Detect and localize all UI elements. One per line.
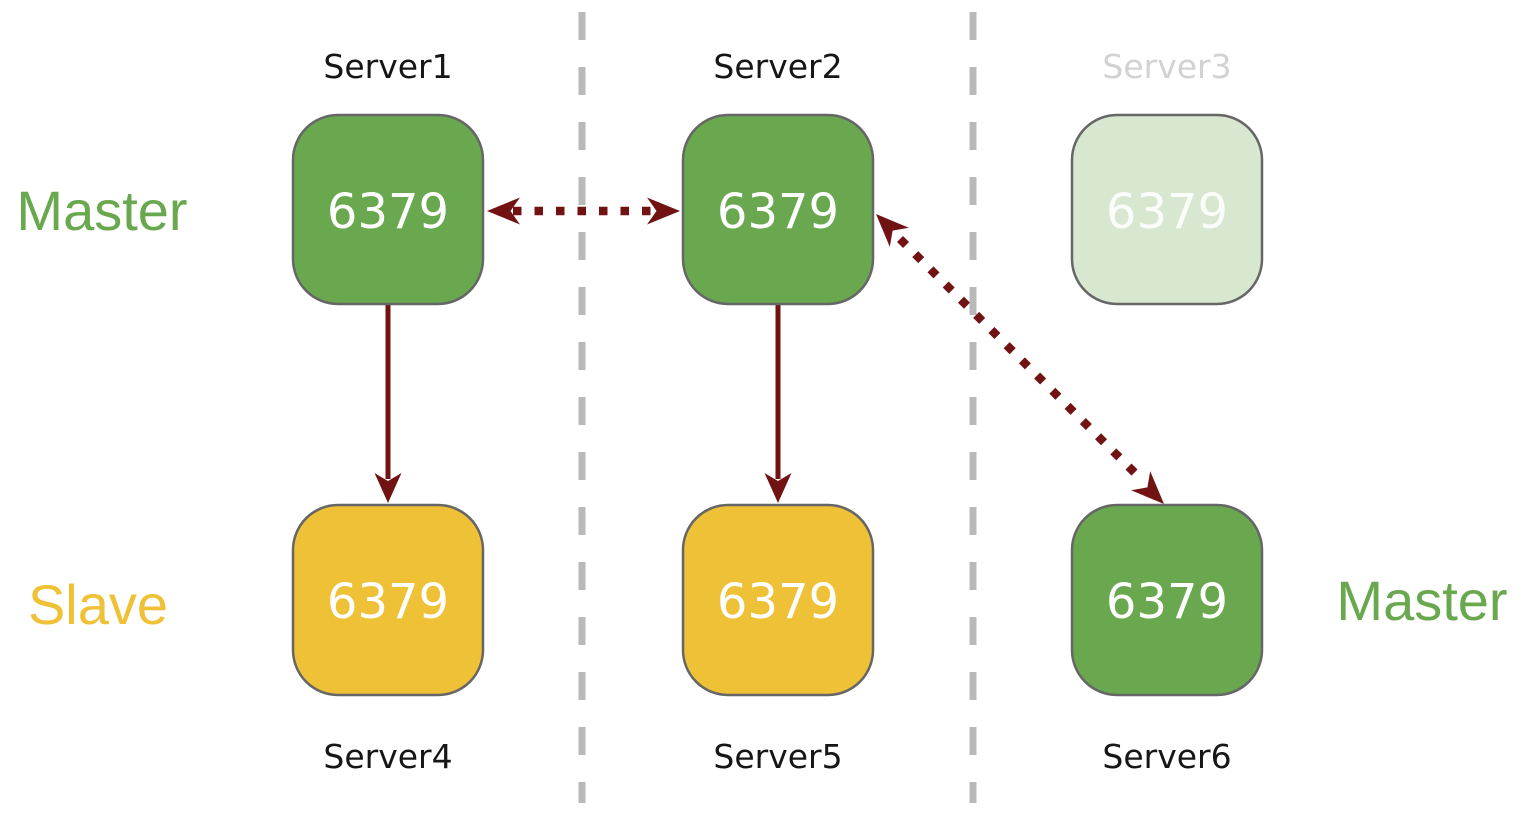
node-server5: 6379 Server5	[681, 503, 875, 776]
node-port-server4: 6379	[327, 574, 449, 630]
node-box-server2	[681, 113, 875, 306]
replication-arrow-server1-server4	[374, 304, 402, 503]
arrow-head-down-icon	[764, 473, 792, 503]
replication-arrow-server2-server5	[764, 304, 792, 503]
node-port-server3: 6379	[1106, 184, 1228, 240]
node-box-server6	[1070, 503, 1264, 697]
node-box-server5	[681, 503, 875, 697]
node-box-server3	[1070, 113, 1264, 306]
arrow-head-down-icon	[374, 473, 402, 503]
node-server2: Server2 6379	[681, 47, 875, 306]
node-port-server1: 6379	[327, 184, 449, 240]
dotted-line	[897, 235, 1143, 482]
cluster-link-server2-server6	[876, 214, 1164, 504]
role-label-slave-left: Slave	[28, 573, 168, 636]
node-server3: Server3 6379	[1070, 47, 1264, 306]
node-port-server2: 6379	[717, 184, 839, 240]
node-title-server3: Server3	[1102, 47, 1231, 86]
cluster-link-server1-server2	[487, 197, 680, 225]
role-label-master-left: Master	[16, 179, 187, 242]
arrow-head-left-icon	[487, 197, 520, 225]
node-port-server6: 6379	[1106, 574, 1228, 630]
node-server4: 6379 Server4	[291, 503, 485, 776]
node-box-server1	[291, 113, 485, 306]
node-title-server1: Server1	[323, 47, 452, 86]
arrow-head-downright-icon	[1131, 471, 1164, 504]
arrow-head-upleft-icon	[876, 214, 909, 247]
node-server1: Server1 6379	[291, 47, 485, 306]
role-label-master-right: Master	[1336, 569, 1507, 632]
node-port-server5: 6379	[717, 574, 839, 630]
node-box-server4	[291, 503, 485, 697]
node-title-server6: Server6	[1102, 737, 1231, 776]
node-title-server5: Server5	[713, 737, 842, 776]
node-title-server2: Server2	[713, 47, 842, 86]
arrow-head-right-icon	[647, 197, 680, 225]
node-title-server4: Server4	[323, 737, 452, 776]
node-server6: 6379 Server6	[1070, 503, 1264, 776]
